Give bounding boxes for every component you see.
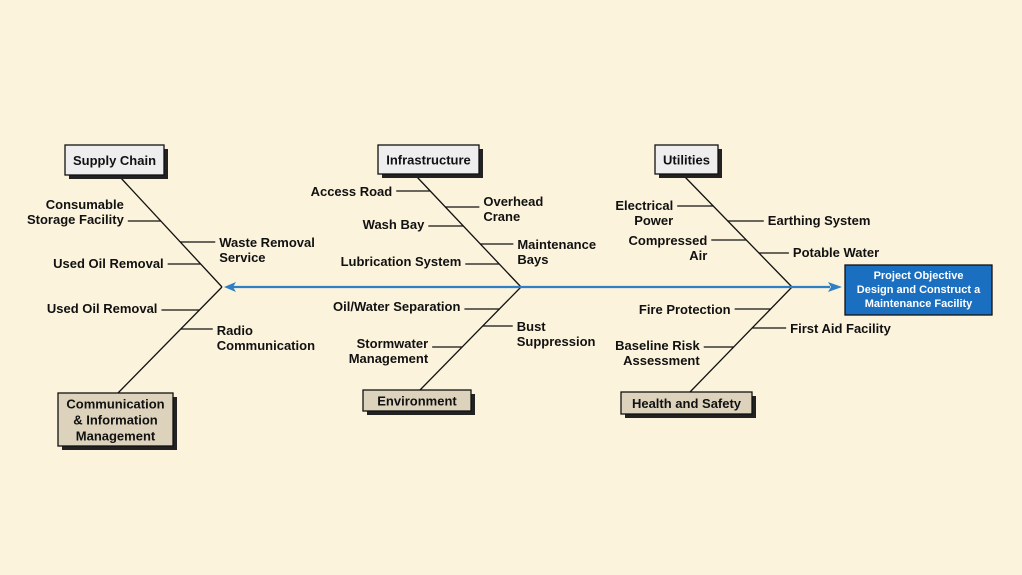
category-label: Utilities — [663, 153, 710, 168]
cause-label: Potable Water — [793, 245, 879, 260]
bone-infrastructure — [416, 176, 522, 288]
bone-environment — [419, 286, 522, 391]
spine-arrowhead-right — [828, 282, 842, 292]
cause-label: Earthing System — [768, 213, 871, 228]
effect-label: Design and Construct a — [857, 284, 981, 296]
cause-label: Bust — [517, 319, 547, 334]
category-label: Infrastructure — [386, 153, 471, 168]
cause-label: Access Road — [311, 184, 393, 199]
category-box-supply-chain: Supply Chain — [64, 144, 168, 179]
category-box-frame — [620, 391, 753, 415]
category-box-frame — [654, 144, 719, 175]
cause-label: Maintenance — [517, 237, 596, 252]
cause-label: Compressed — [629, 233, 708, 248]
cause-label: Consumable — [46, 197, 124, 212]
category-box-frame — [377, 144, 480, 175]
category-label: Supply Chain — [73, 153, 156, 168]
cause-label: Assessment — [623, 353, 700, 368]
category-box-frame — [64, 144, 165, 176]
category-box-environment: Environment — [362, 389, 475, 415]
cause-label: Used Oil Removal — [53, 256, 164, 271]
category-label: Communication — [66, 397, 164, 412]
cause-label: Bays — [517, 252, 548, 267]
cause-label: Used Oil Removal — [47, 301, 158, 316]
cause-label: Service — [219, 250, 265, 265]
category-label: Environment — [377, 394, 457, 409]
cause-label: Suppression — [517, 334, 596, 349]
spine-arrowhead-left — [224, 282, 236, 292]
cause-label: Power — [634, 213, 673, 228]
bone-health-safety — [689, 286, 793, 393]
bone-utilities — [684, 176, 793, 288]
cause-label: Fire Protection — [639, 302, 731, 317]
category-box-frame — [362, 389, 472, 412]
cause-label: Electrical — [615, 198, 673, 213]
category-label: & Information — [73, 413, 158, 428]
cause-label: Radio — [217, 323, 253, 338]
bone-communication — [117, 286, 223, 394]
cause-label: Communication — [217, 338, 315, 353]
category-box-health-safety: Health and Safety — [620, 391, 756, 418]
cause-label: Lubrication System — [341, 254, 462, 269]
bone-supply-chain — [119, 176, 223, 288]
main-spine — [224, 282, 842, 292]
cause-label: Storage Facility — [27, 212, 125, 227]
cause-label: Oil/Water Separation — [333, 299, 460, 314]
cause-label: Waste Removal — [219, 235, 315, 250]
cause-label: Stormwater — [357, 336, 429, 351]
category-label: Management — [76, 429, 156, 444]
cause-label: Overhead — [483, 194, 543, 209]
cause-label: Crane — [483, 209, 520, 224]
cause-label: Management — [349, 351, 429, 366]
category-box-utilities: Utilities — [654, 144, 722, 178]
category-box-frame — [57, 392, 174, 447]
effect-box-frame — [844, 264, 993, 316]
cause-label: First Aid Facility — [790, 321, 891, 336]
effect-label: Maintenance Facility — [865, 298, 973, 310]
diagram-lines — [117, 176, 793, 394]
effect-label: Project Objective — [874, 270, 964, 282]
cause-label: Wash Bay — [363, 217, 425, 232]
cause-label: Air — [689, 248, 707, 263]
category-boxes: Supply Chain Infrastructure UtilitiesCommu… — [57, 144, 756, 450]
cause-label: Baseline Risk — [615, 338, 700, 353]
category-box-infrastructure: Infrastructure — [377, 144, 483, 178]
category-label: Health and Safety — [632, 396, 742, 411]
